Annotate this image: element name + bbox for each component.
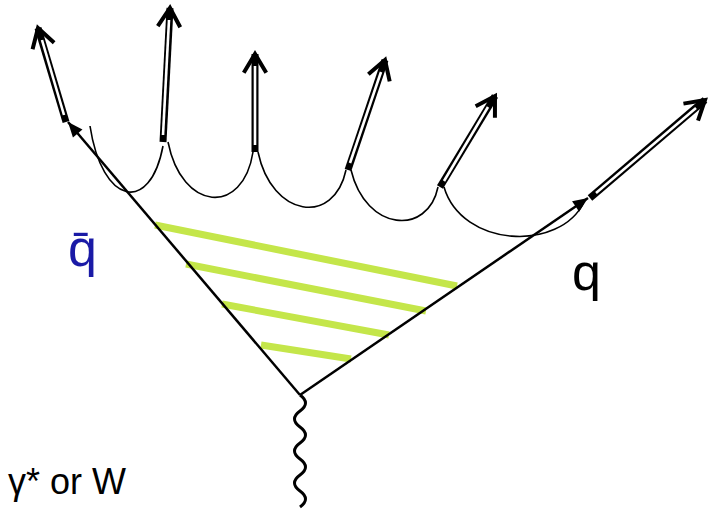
antiquark-label: q̄ xyxy=(68,222,97,274)
quark-lines xyxy=(68,122,588,395)
hadron-arrows xyxy=(38,8,705,198)
quark-label: q xyxy=(572,246,601,298)
hadron-curves xyxy=(90,126,584,236)
boson-line xyxy=(295,395,306,507)
boson-label: γ* or W xyxy=(8,464,126,500)
string-lines xyxy=(155,225,457,359)
